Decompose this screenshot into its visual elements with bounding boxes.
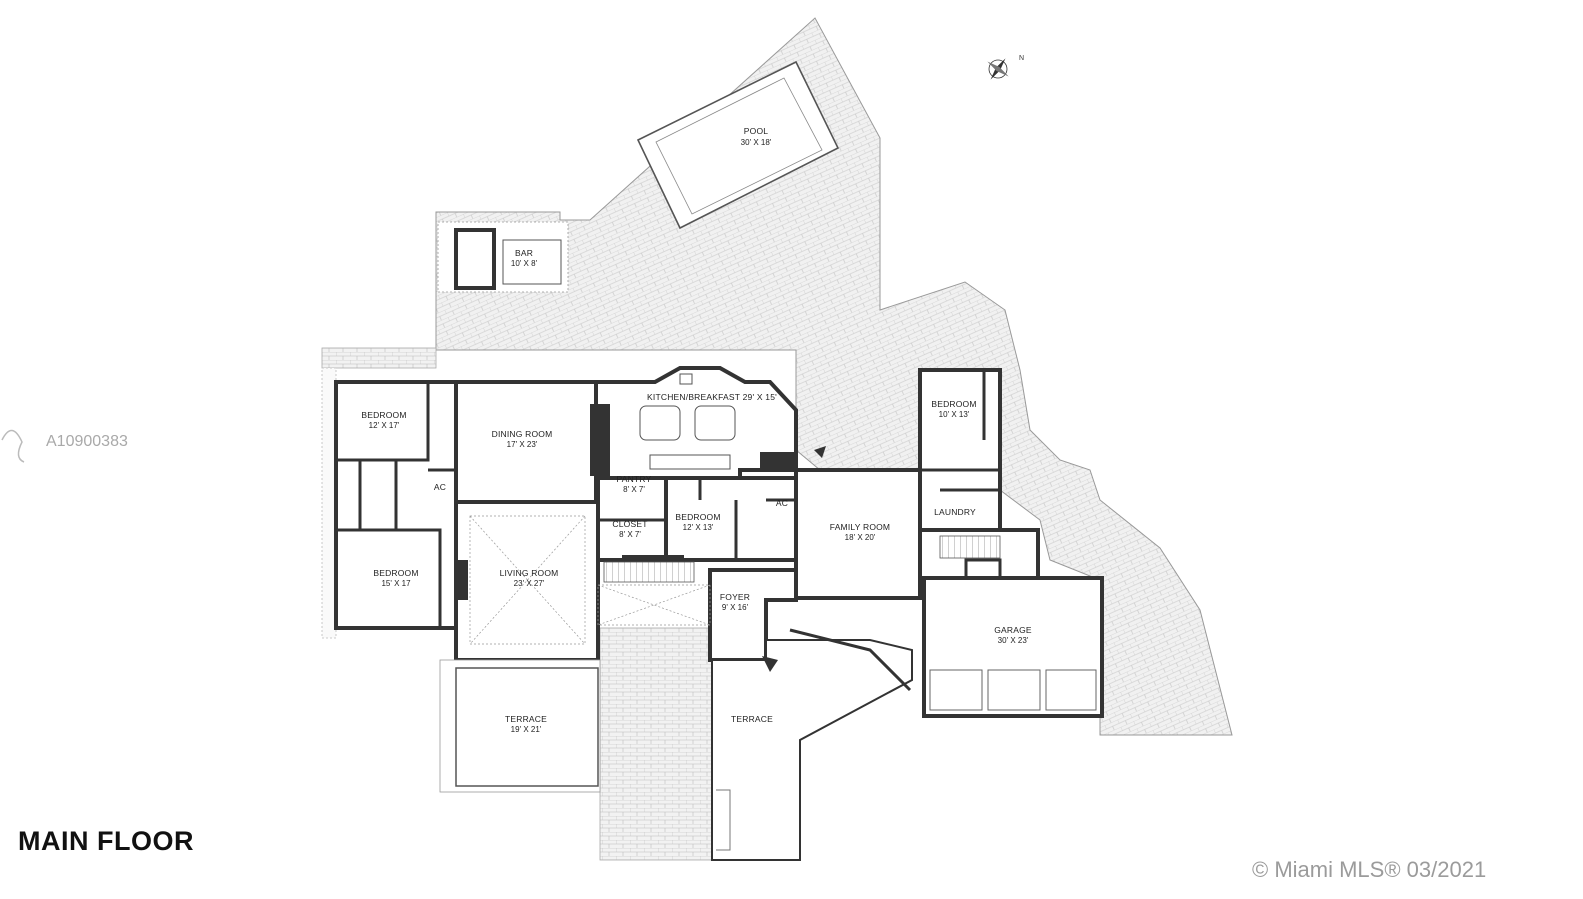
bedroom-ne-dim: 10' X 13' [939, 410, 970, 419]
compass-icon [987, 58, 1009, 80]
entry-ceiling [597, 584, 711, 626]
foyer-label: FOYER [720, 592, 750, 602]
dining-label: DINING ROOM [492, 429, 553, 439]
bedroom-nw-label: BEDROOM [361, 410, 406, 420]
room-labels: KITCHEN/BREAKFAST 29' X 15' BEDROOM 12' … [361, 392, 1032, 645]
listing-id: A10900383 [46, 433, 128, 450]
laundry-label: LAUNDRY [934, 507, 976, 517]
bedroom-sw-dim: 15' X 17 [381, 579, 411, 588]
bedroom-ne-label: BEDROOM [931, 399, 976, 409]
terrace-west-dim: 19' X 21' [511, 725, 542, 734]
side-entry-arrow [814, 446, 826, 458]
pool-label: POOL [744, 126, 768, 136]
foyer-dim: 9' X 16' [722, 603, 749, 612]
dining-dim: 17' X 23' [507, 440, 538, 449]
bar-label: BAR [515, 248, 533, 258]
family-label: FAMILY ROOM [830, 522, 890, 532]
kitchen-fixtures [639, 373, 736, 470]
mls-logo-icon [1, 429, 25, 463]
bar-dim: 10' X 8' [511, 259, 538, 268]
kitchen-label: KITCHEN/BREAKFAST 29' X 15' [647, 392, 777, 402]
main-stairs [603, 561, 695, 583]
pool-dim: 30' X 18' [741, 138, 772, 147]
bedroom-c-dim: 12' X 13' [683, 523, 714, 532]
bedroom-c-label: BEDROOM [675, 512, 720, 522]
terrace-east: TERRACE [711, 628, 913, 861]
bedroom-nw-dim: 12' X 17' [369, 421, 400, 430]
bedroom-sw-label: BEDROOM [373, 568, 418, 578]
terrace-east-label: TERRACE [731, 714, 773, 724]
house-walls [334, 366, 1104, 718]
terrace-west: TERRACE 19' X 21' [439, 659, 601, 793]
closet-label: CLOSET [612, 519, 647, 529]
terrace-west-label: TERRACE [505, 714, 547, 724]
bar: BAR 10' X 8' [437, 221, 569, 293]
ac-center-label: AC [776, 498, 788, 508]
garage-dim: 30' X 23' [998, 636, 1029, 645]
garage-doors [929, 669, 1097, 711]
garage-label: GARAGE [994, 625, 1032, 635]
entry-arrow [762, 656, 778, 672]
mls-watermark: © Miami MLS® 03/2021 [1252, 857, 1487, 882]
living-label: LIVING ROOM [500, 568, 559, 578]
south-walkway [599, 627, 713, 861]
compass-north-label: N [1019, 55, 1025, 62]
interior-walls [336, 370, 1002, 628]
family-dim: 18' X 20' [845, 533, 876, 542]
ac-west-label: AC [434, 482, 446, 492]
plan-title: MAIN FLOOR [18, 826, 194, 856]
laundry-stairs [939, 535, 1001, 559]
pantry-label: PANTRY [617, 474, 652, 484]
closet-dim: 8' X 7' [619, 530, 641, 539]
living-dim: 23' X 27' [514, 579, 545, 588]
west-walkway [321, 347, 437, 639]
pantry-dim: 8' X 7' [623, 485, 645, 494]
pool: POOL 30' X 18' [636, 60, 840, 230]
living-ceiling [469, 515, 586, 645]
